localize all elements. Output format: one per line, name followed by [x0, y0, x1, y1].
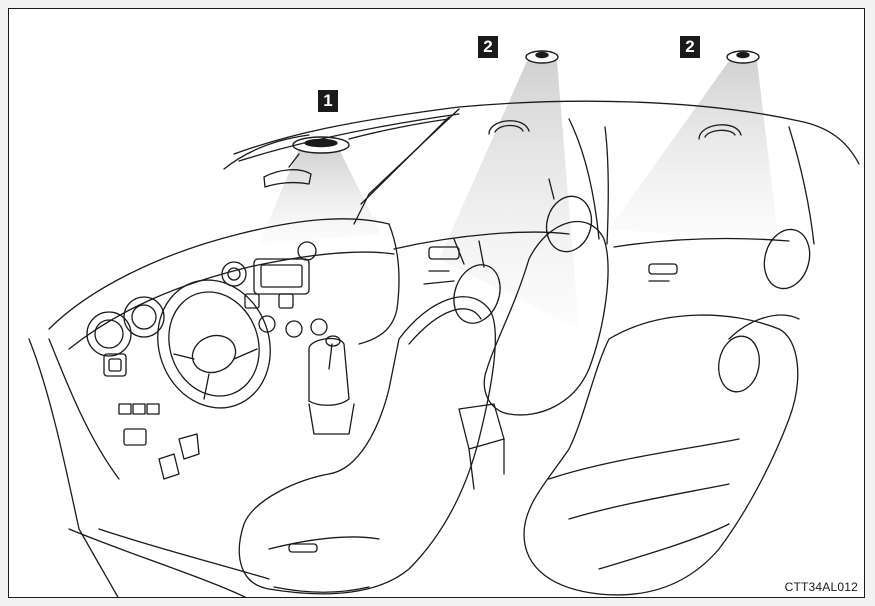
lamp-fixtures [292, 50, 760, 154]
figure-frame: 1 2 2 CTT34AL012 [8, 8, 865, 598]
rear-bench-seat [523, 314, 799, 596]
car-interior-illustration [28, 50, 860, 597]
body-outline [28, 100, 860, 597]
callout-label-1: 1 [318, 90, 338, 112]
steering-wheel [157, 279, 271, 409]
figure-code: CTT34AL012 [784, 580, 858, 594]
callout-label-2-right: 2 [680, 36, 700, 58]
light-beam-rear-left [439, 61, 579, 329]
light-beam-rear-right [609, 61, 779, 244]
callout-label-2-left: 2 [478, 36, 498, 58]
driver-seat [238, 296, 496, 595]
light-beams [259, 61, 779, 329]
light-beam-front [259, 149, 381, 244]
passenger-seat [483, 221, 609, 416]
